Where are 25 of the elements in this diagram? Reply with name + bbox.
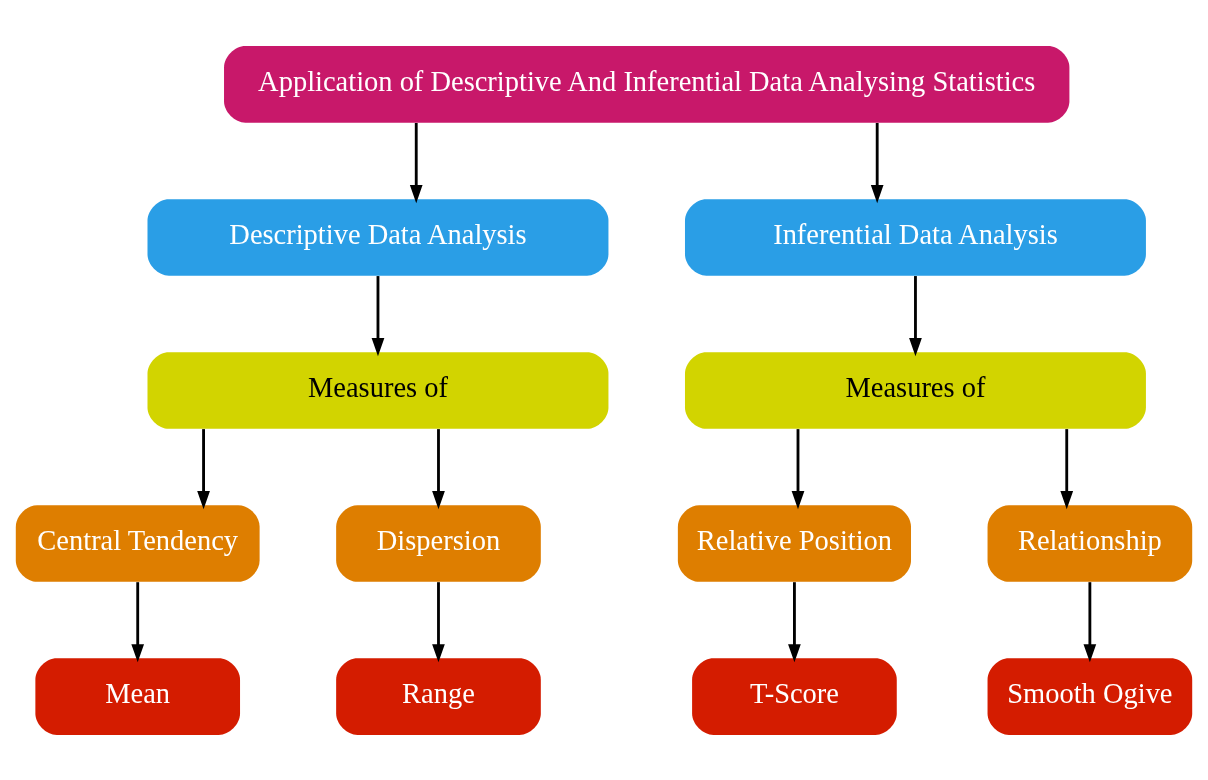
arrow [432, 581, 445, 662]
arrow [131, 581, 145, 662]
arrow [1060, 428, 1074, 509]
arrow [197, 428, 210, 509]
arrow [788, 581, 801, 662]
node-box: Range [336, 657, 541, 735]
node-box: Application of Descriptive And Inferential Data Analysing Statistics [224, 45, 1070, 123]
node-box: Mean [35, 657, 241, 735]
node-box: Measures of [685, 351, 1146, 429]
node-box: Inferential Data Analysis [685, 198, 1146, 276]
arrow [909, 275, 922, 356]
arrow [870, 122, 884, 203]
node-box: Smooth Ogive [987, 657, 1193, 735]
node-box: Relative Position [677, 504, 911, 582]
arrow [409, 122, 423, 203]
node-box: Dispersion [336, 504, 541, 582]
node-box: T-Score [692, 657, 897, 735]
node-box: Measures of [147, 351, 609, 429]
arrow [432, 428, 445, 509]
arrow [1083, 581, 1097, 662]
arrow [791, 428, 805, 509]
node-box: Descriptive Data Analysis [147, 198, 609, 276]
node-box: Relationship [987, 504, 1193, 582]
arrow [371, 275, 385, 356]
node-box: Central Tendency [15, 504, 260, 582]
